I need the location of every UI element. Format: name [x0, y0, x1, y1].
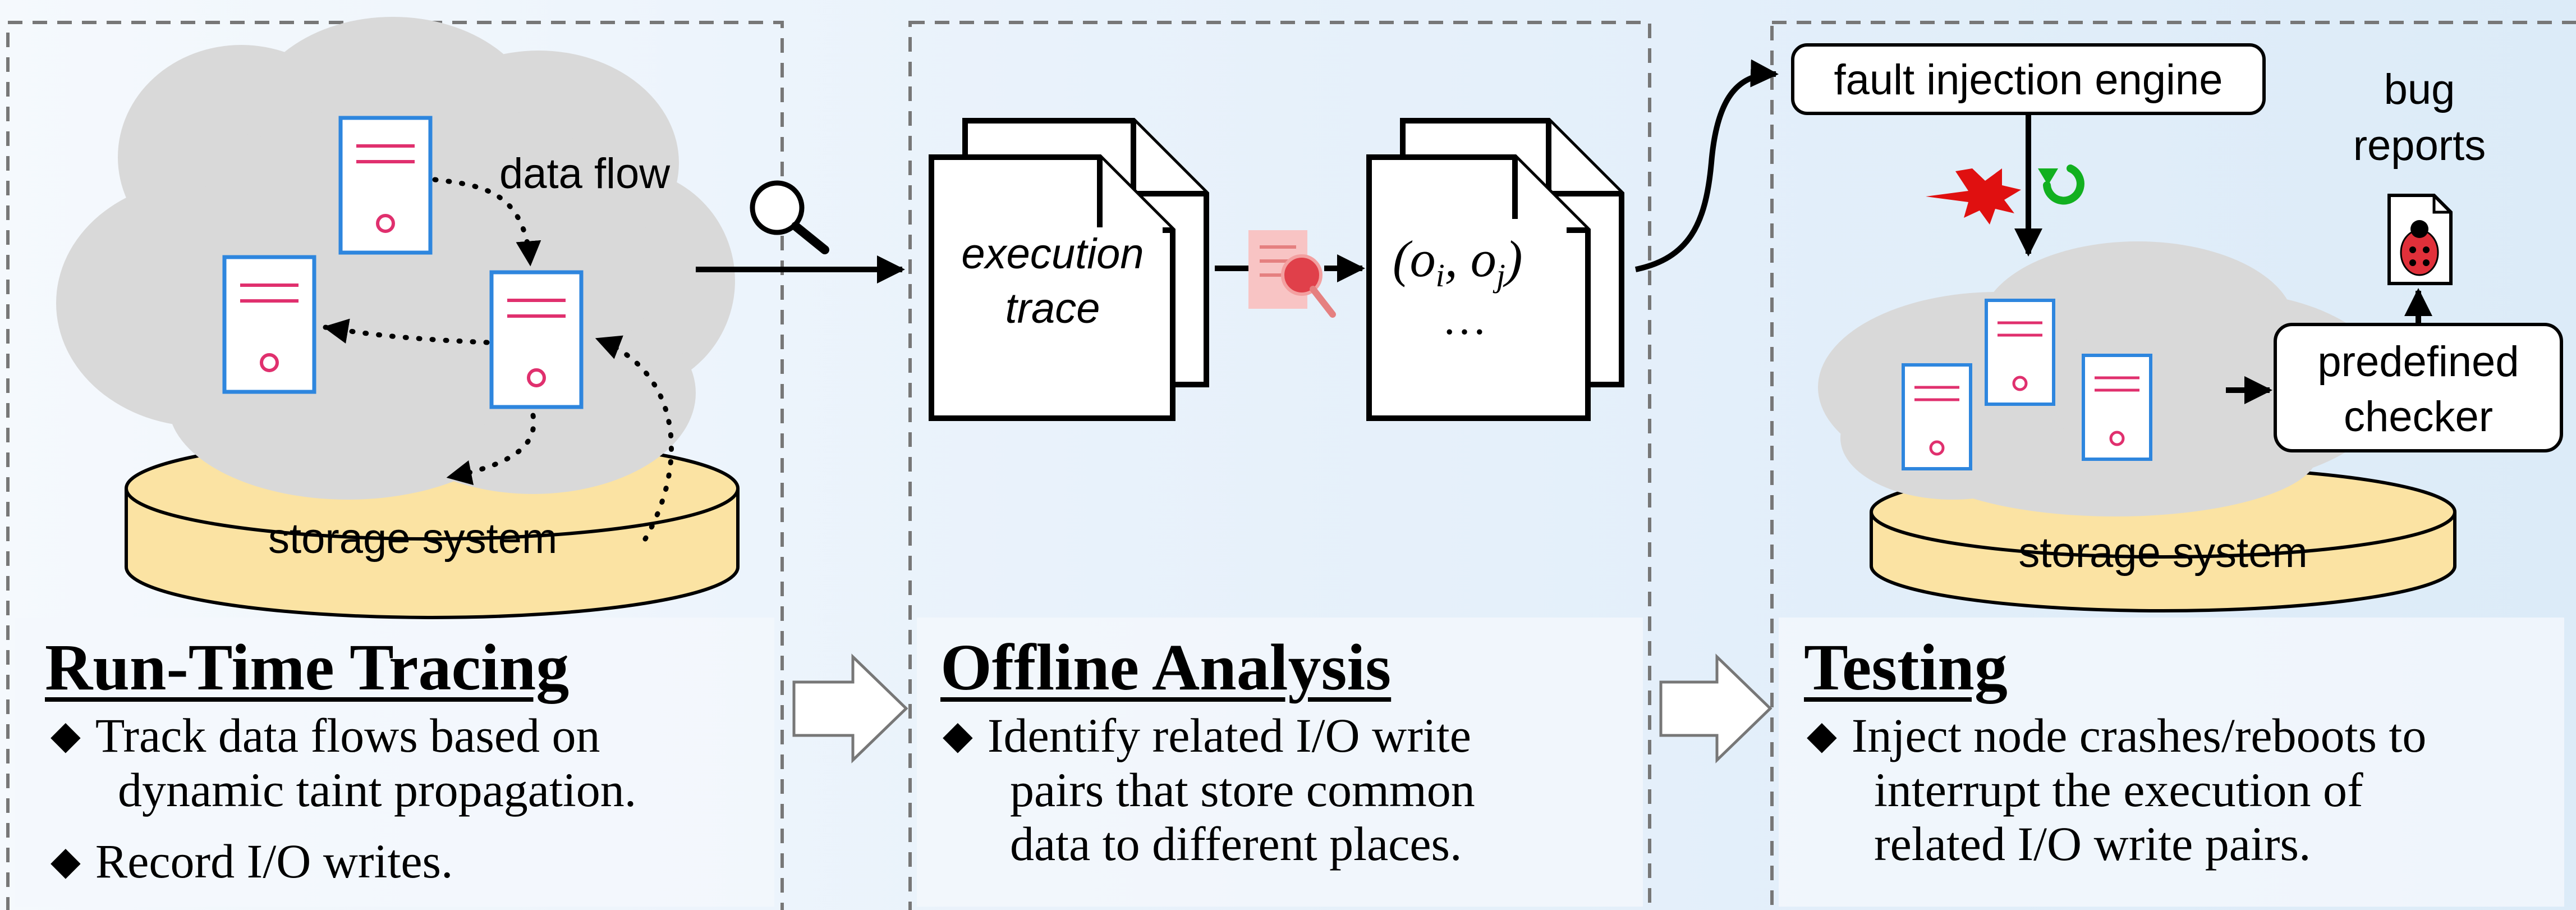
io-pair-formula: (oi, oj)	[1393, 230, 1523, 294]
document-search-icon	[1248, 230, 1336, 318]
cloud-1	[56, 17, 735, 500]
server-icon	[492, 272, 581, 407]
stage-title-run-time-tracing: Run-Time Tracing	[45, 630, 570, 704]
trace-label-2: trace	[1005, 285, 1100, 332]
stage-title-testing: Testing	[1804, 630, 2008, 704]
diamond-bullet-icon: ◆	[50, 714, 81, 757]
panel-2	[917, 618, 1643, 907]
pairs-label-bg	[1376, 219, 1567, 348]
fault-injection-engine-label: fault injection engine	[1834, 56, 2223, 104]
server-icon	[224, 257, 314, 392]
data-flow-label: data flow	[499, 150, 671, 198]
diamond-bullet-icon: ◆	[1807, 714, 1837, 757]
bullet-identify-pairs: ◆Identify related I/O write pairs that s…	[943, 708, 1475, 871]
storage-label-2: storage system	[2018, 529, 2307, 577]
server-icon	[1903, 365, 1971, 469]
magnifier-icon	[750, 180, 829, 254]
reboot-arrowhead	[2038, 168, 2058, 185]
explosion-icon	[1926, 168, 2021, 225]
server-icon	[341, 118, 430, 253]
stage-arrow-2	[1659, 653, 1773, 763]
frame-testing	[1770, 21, 2576, 910]
stage-frames	[6, 21, 2576, 910]
panel-3	[1779, 618, 2564, 907]
frame-run-time-tracing	[6, 21, 784, 910]
bullet-track-data-flows: ◆Track data flows based on dynamic taint…	[50, 708, 637, 817]
diamond-bullet-icon: ◆	[50, 840, 81, 883]
stage-arrow-1	[792, 653, 908, 763]
server-icon	[1986, 300, 2054, 404]
bug-reports-label-2: reports	[2353, 122, 2486, 170]
trace-label-1: execution	[961, 230, 1144, 278]
bullet-record-io-writes: ◆Record I/O writes.	[50, 834, 453, 888]
bug-reports-label-1: bug	[2384, 66, 2455, 113]
arrow-to-engine	[1634, 59, 1779, 272]
server-icon	[2083, 355, 2151, 459]
reboot-icon	[2043, 164, 2084, 205]
checker-label-1: predefined	[2317, 338, 2519, 386]
panel-1	[15, 618, 774, 907]
checker-label-2: checker	[2344, 393, 2493, 441]
bullet-inject-crashes: ◆Inject node crashes/reboots to interrup…	[1807, 708, 2427, 871]
stage-title-offline-analysis: Offline Analysis	[940, 630, 1392, 704]
trace-label-bg	[943, 227, 1163, 345]
bug-report-icon	[2387, 194, 2453, 285]
storage-label-1: storage system	[268, 515, 557, 563]
diamond-bullet-icon: ◆	[943, 714, 973, 757]
pair-ellipsis: …	[1442, 295, 1487, 344]
data-flow-arrows	[323, 177, 674, 542]
frame-offline-analysis	[908, 21, 1651, 910]
